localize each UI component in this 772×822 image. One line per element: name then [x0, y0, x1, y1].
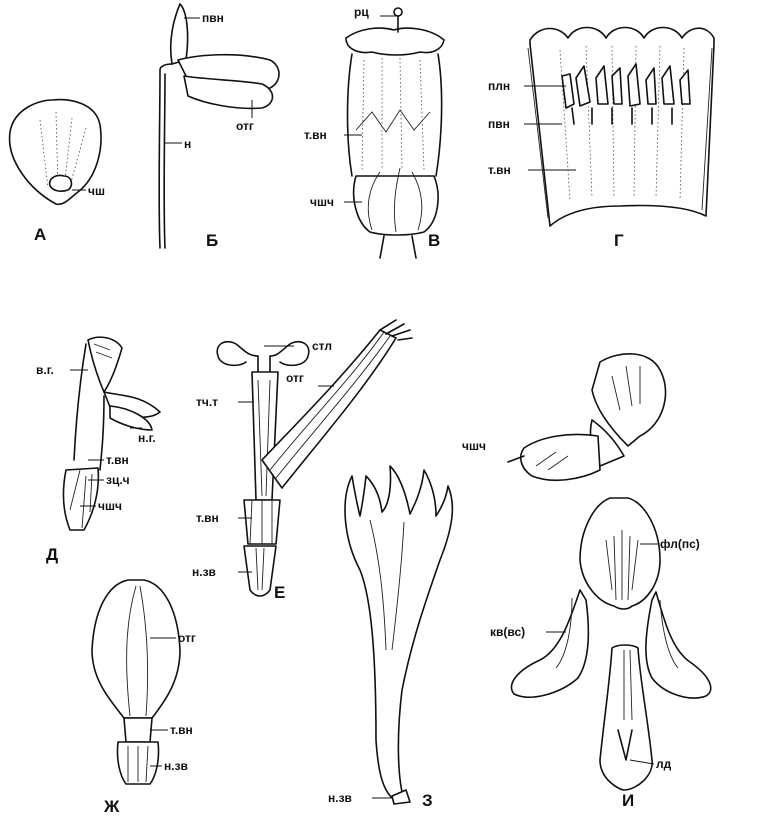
- label-g-pln: плн: [488, 79, 510, 93]
- panel-g-opened-corolla: [524, 26, 715, 227]
- panel-d-bilabiate-flower: [62, 336, 161, 531]
- label-zh-tvn: т.вн: [170, 723, 193, 737]
- label-e-tvn: т.вн: [196, 511, 219, 525]
- caption-v: В: [428, 231, 440, 250]
- label-e-tcht: тч.т: [196, 395, 218, 409]
- label-d-zcch: зц.ч: [106, 473, 130, 487]
- label-b-n: н: [184, 137, 191, 151]
- panel-e-pistil-stamen: [216, 319, 413, 597]
- label-chsh: чш: [88, 184, 105, 198]
- label-i-chshch: чшч: [462, 439, 486, 453]
- label-b-otg: отг: [236, 119, 254, 133]
- label-g-tvn: т.вн: [488, 163, 511, 177]
- caption-zh: Ж: [103, 797, 120, 816]
- label-i-ld: лд: [656, 757, 672, 771]
- label-zh-nzv: н.зв: [164, 759, 188, 773]
- caption-e: Е: [274, 583, 285, 602]
- label-e-nzv: н.зв: [192, 565, 216, 579]
- label-d-tvn: т.вн: [106, 453, 129, 467]
- panel-a-petal: [8, 98, 102, 206]
- label-d-vg: в.г.: [36, 363, 54, 377]
- label-d-ng: н.г.: [138, 431, 156, 445]
- label-v-chshch: чшч: [310, 195, 334, 209]
- label-v-tvn: т.вн: [304, 128, 327, 142]
- panel-zh-stamen-tube: [91, 579, 181, 785]
- caption-i: И: [622, 791, 634, 810]
- panel-v-flower: [344, 7, 445, 259]
- label-d-chshch: чшч: [98, 499, 122, 513]
- label-v-rc: рц: [354, 5, 369, 19]
- panel-z-ligulate-flower: [344, 465, 454, 805]
- caption-a: А: [34, 225, 46, 244]
- label-e-stl: стл: [312, 339, 332, 353]
- label-e-otg: отг: [286, 371, 304, 385]
- label-z-nzv: н.зв: [328, 791, 352, 805]
- caption-z: З: [422, 791, 433, 810]
- panel-b-stamen: [158, 3, 280, 249]
- caption-d: Д: [46, 545, 58, 564]
- label-i-fl: фл(пс): [660, 537, 700, 551]
- panel-i-papilionaceous-flower: [507, 353, 712, 791]
- label-b-pvn: пвн: [202, 11, 224, 25]
- label-g-pvn: пвн: [488, 117, 510, 131]
- caption-b: Б: [206, 231, 218, 250]
- label-i-kv: кв(вс): [490, 625, 525, 639]
- label-zh-otg: отг: [178, 631, 196, 645]
- caption-g: Г: [614, 231, 624, 250]
